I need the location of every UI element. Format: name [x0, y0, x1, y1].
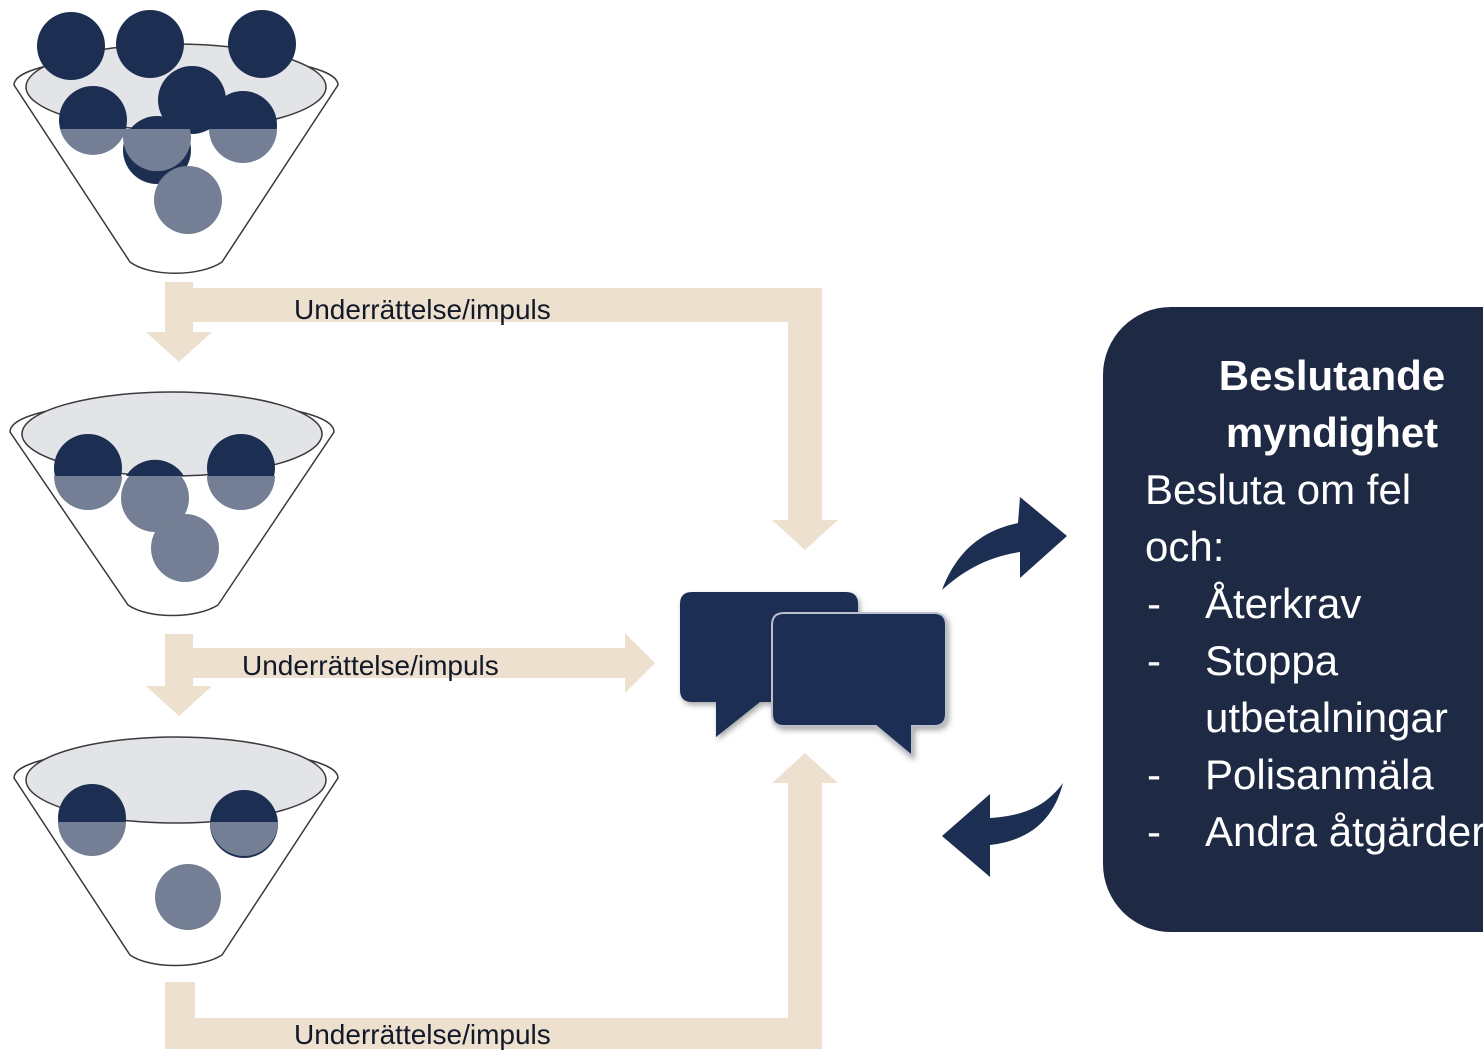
curved-arrow-icon	[942, 497, 1067, 590]
action-item: -Polisanmäla	[1147, 751, 1434, 798]
flow-label-bottom: Underrättelse/impuls	[294, 1019, 551, 1050]
action-item: -Andra åtgärder	[1147, 808, 1483, 855]
arrow-connector-bottom	[165, 753, 838, 1049]
flow-label-top: Underrättelse/impuls	[294, 294, 551, 325]
funnel-icon	[13, 10, 339, 274]
action-list: -Återkrav -Stoppa utbetalningar -Polisan…	[1145, 575, 1483, 860]
action-item: -Stoppa utbetalningar	[1147, 637, 1448, 741]
arrow-down-2	[146, 634, 212, 716]
arrow-connector-top	[193, 288, 838, 550]
funnel-icon	[13, 736, 339, 967]
decision-box-title: Beslutande myndighet	[1218, 352, 1446, 456]
flow-arrows	[146, 282, 838, 1049]
decision-box-text: Besluta om fel och:	[1145, 466, 1412, 570]
funnel-icon	[9, 391, 335, 617]
arrow-connector-middle	[193, 633, 655, 693]
arrow-down-1	[146, 282, 212, 362]
decision-box: Beslutande myndighet Besluta om fel och:…	[1103, 307, 1483, 932]
curved-arrow-icon	[942, 783, 1063, 877]
flow-label-middle: Underrättelse/impuls	[242, 650, 499, 681]
speech-bubbles-icon	[680, 592, 947, 759]
action-item: -Återkrav	[1147, 580, 1362, 627]
